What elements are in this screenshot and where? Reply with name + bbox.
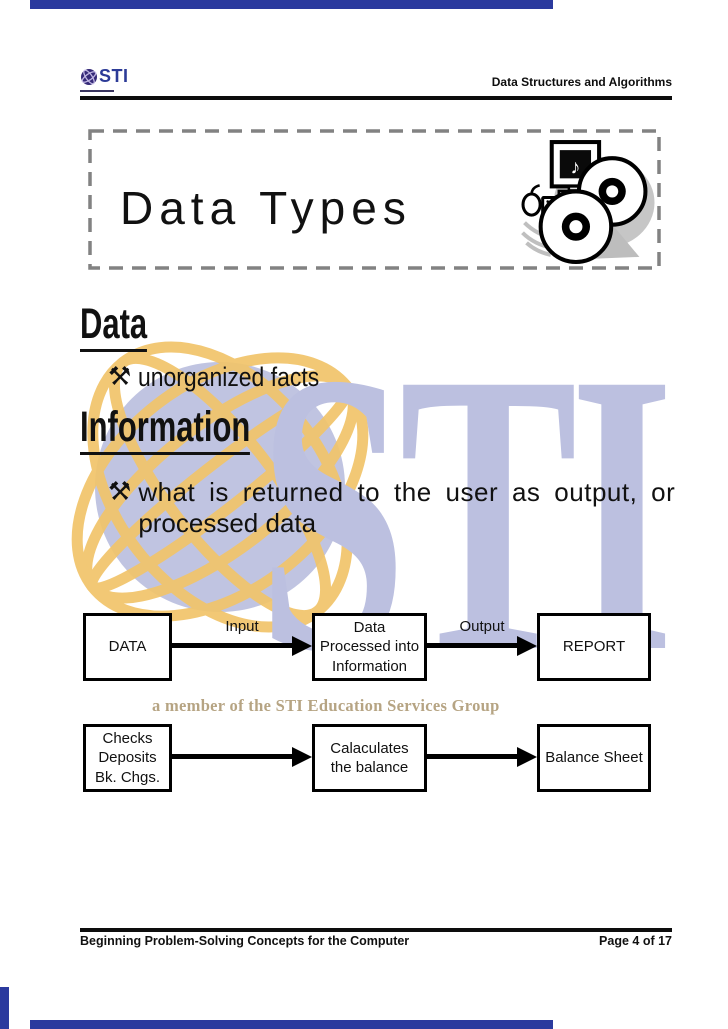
arrow-label-output: Output xyxy=(459,618,505,635)
page-title: Data Types xyxy=(120,182,412,234)
heading-data: Data xyxy=(80,303,148,352)
footer-rule xyxy=(80,928,672,932)
arrowhead-icon xyxy=(292,635,312,656)
arrowhead-icon xyxy=(517,635,537,656)
arrowhead-icon xyxy=(517,746,537,767)
header-rule xyxy=(80,96,672,100)
arrow-label-input: Input xyxy=(225,618,259,635)
footer-title: Beginning Problem-Solving Concepts for t… xyxy=(80,934,410,948)
flow-box-calculates: Calaculates the balance xyxy=(312,724,427,792)
computer-cd-clipart-icon: ♪ xyxy=(521,140,655,264)
flow-arrow xyxy=(427,754,519,759)
title-banner: Data Types ♪ xyxy=(88,129,661,270)
bullet-item: ⚒ unorganized facts xyxy=(108,362,351,393)
logo-underbar xyxy=(80,90,114,92)
flow-box-data: DATA xyxy=(83,613,172,681)
bullet-item: ⚒ what is returned to the user as output… xyxy=(108,477,675,539)
logo-text: STI xyxy=(99,66,129,86)
flow-box-report: REPORT xyxy=(537,613,651,681)
globe-icon xyxy=(81,68,97,85)
page-number: Page 4 of 17 xyxy=(599,934,672,948)
hammer-wrench-tools-icon: ⚒ xyxy=(108,476,132,506)
sti-logo: STI xyxy=(80,66,129,87)
flow-arrow xyxy=(427,643,519,648)
hammer-wrench-tools-icon: ⚒ xyxy=(108,361,132,391)
course-title: Data Structures and Algorithms xyxy=(491,75,672,89)
cd-icon xyxy=(538,189,614,264)
music-note-icon: ♪ xyxy=(570,156,580,178)
flow-box-balance-sheet: Balance Sheet xyxy=(537,724,651,792)
flow-arrow xyxy=(172,643,294,648)
flow-box-process: Data Processed into Information xyxy=(312,613,427,681)
edge-bar-bottom xyxy=(30,1020,553,1029)
dashed-border xyxy=(88,129,661,270)
flow-box-checks: Checks Deposits Bk. Chgs. xyxy=(83,724,172,792)
heading-information: Information xyxy=(80,406,251,455)
arrowhead-icon xyxy=(292,746,312,767)
bullet-text: what is returned to the user as output, … xyxy=(138,477,676,538)
mouse-icon xyxy=(521,192,542,217)
edge-bar-left xyxy=(0,987,9,1029)
edge-bar-top xyxy=(30,0,553,9)
flow-arrow xyxy=(172,754,294,759)
bullet-text: unorganized facts xyxy=(138,362,320,392)
